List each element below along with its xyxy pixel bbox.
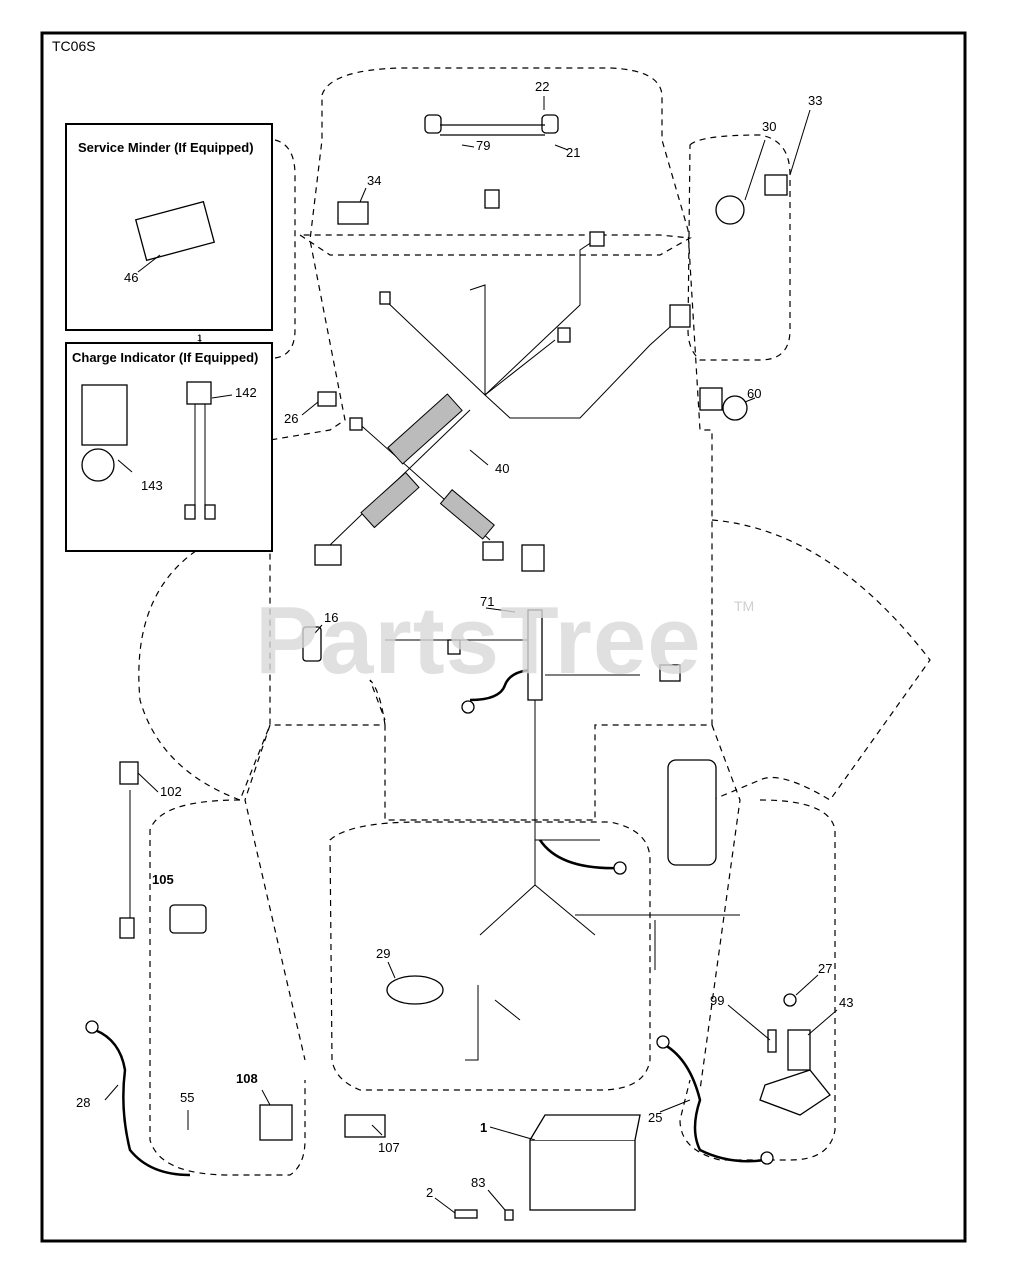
callout-2[interactable]: 2 xyxy=(426,1185,434,1200)
callout-34[interactable]: 34 xyxy=(367,173,382,188)
callout-1[interactable]: 1 xyxy=(480,1120,488,1135)
callout-43[interactable]: 43 xyxy=(839,995,854,1010)
component-sketches xyxy=(81,114,831,1221)
callout-60[interactable]: 60 xyxy=(747,386,762,401)
callout-16[interactable]: 16 xyxy=(324,610,339,625)
callout-71[interactable]: 71 xyxy=(480,594,495,609)
callout-25[interactable]: 25 xyxy=(648,1110,663,1125)
callout-33[interactable]: 33 xyxy=(808,93,823,108)
callout-26[interactable]: 26 xyxy=(284,411,299,426)
callout-143[interactable]: 143 xyxy=(141,478,163,493)
callout-83[interactable]: 83 xyxy=(471,1175,486,1190)
callout-28[interactable]: 28 xyxy=(76,1095,91,1110)
callout-105[interactable]: 105 xyxy=(152,872,174,887)
cable-heavy xyxy=(94,668,766,1177)
watermark: PartsTree xyxy=(255,587,702,694)
harness-braids xyxy=(360,393,495,540)
watermark-trademark: TM xyxy=(734,598,755,614)
inset-separator-mark: 1 xyxy=(197,333,203,343)
callout-108[interactable]: 108 xyxy=(236,1071,258,1086)
charge-indicator-inset xyxy=(65,342,273,552)
callout-99[interactable]: 99 xyxy=(710,993,725,1008)
callout-46[interactable]: 46 xyxy=(124,270,139,285)
callout-27[interactable]: 27 xyxy=(818,961,833,976)
callout-21[interactable]: 21 xyxy=(566,145,581,160)
callout-29[interactable]: 29 xyxy=(376,946,391,961)
diagram-code: TC06S xyxy=(52,38,96,54)
callout-107[interactable]: 107 xyxy=(378,1140,400,1155)
callout-79[interactable]: 79 xyxy=(476,138,491,153)
callout-22[interactable]: 22 xyxy=(535,79,550,94)
callout-142[interactable]: 142 xyxy=(235,385,257,400)
charge-indicator-inset-title: Charge Indicator (If Equipped) xyxy=(72,350,259,365)
diagram-border xyxy=(40,31,967,1243)
callout-40[interactable]: 40 xyxy=(495,461,510,476)
chassis-outline xyxy=(138,67,931,1176)
service-minder-inset-title: Service Minder (If Equipped) xyxy=(78,140,254,155)
callout-30[interactable]: 30 xyxy=(762,119,777,134)
leader-lines xyxy=(104,96,838,1214)
callout-102[interactable]: 102 xyxy=(160,784,182,799)
callout-55[interactable]: 55 xyxy=(180,1090,195,1105)
